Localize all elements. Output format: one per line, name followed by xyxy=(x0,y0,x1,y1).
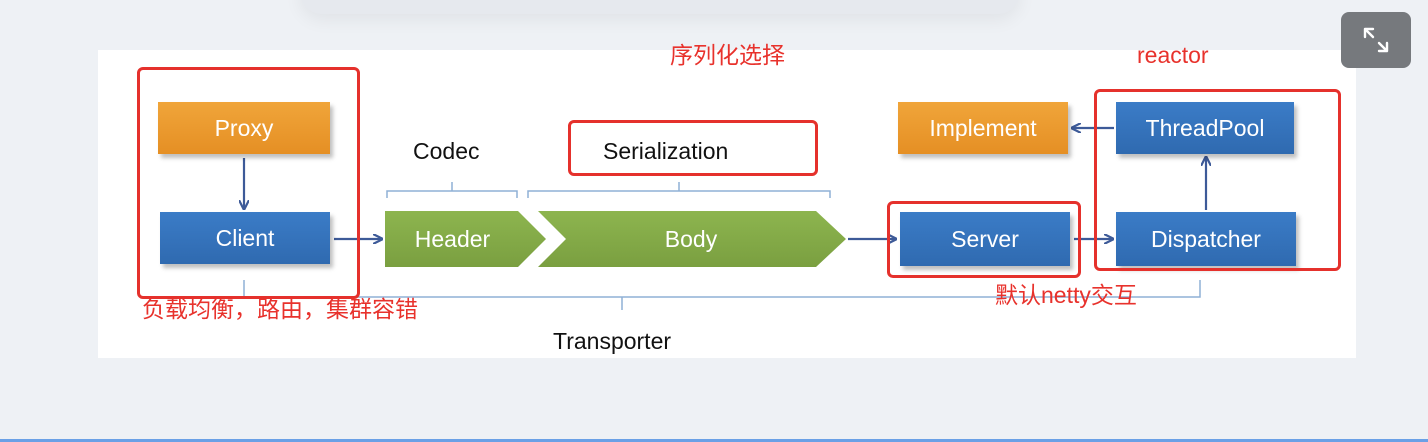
threadpool-box: ThreadPool xyxy=(1116,102,1294,154)
client-note: 负载均衡，路由，集群容错 xyxy=(142,296,418,322)
implement-label: Implement xyxy=(929,114,1037,141)
proxy-box: Proxy xyxy=(158,102,330,154)
serialization-label: Serialization xyxy=(603,138,729,164)
threadpool-label: ThreadPool xyxy=(1145,114,1265,141)
server-label: Server xyxy=(951,225,1019,252)
implement-box: Implement xyxy=(898,102,1068,154)
dispatcher-box: Dispatcher xyxy=(1116,212,1296,266)
dispatcher-label: Dispatcher xyxy=(1151,225,1261,252)
serialization-brace xyxy=(527,182,831,198)
client-group-highlight xyxy=(137,67,360,299)
client-label: Client xyxy=(215,224,275,251)
body-chevron xyxy=(538,211,846,267)
header-chevron xyxy=(385,211,546,267)
top-shadow xyxy=(300,0,1020,14)
body-label: Body xyxy=(664,225,718,252)
reactor-highlight xyxy=(1094,89,1341,271)
reactor-note: reactor xyxy=(1137,42,1209,68)
codec-brace xyxy=(386,182,518,198)
server-note: 默认netty交互 xyxy=(995,282,1137,308)
serialization-highlight xyxy=(568,120,818,176)
server-box: Server xyxy=(900,212,1070,266)
expand-icon xyxy=(1363,27,1389,53)
header-label: Header xyxy=(414,225,491,252)
codec-label: Codec xyxy=(413,138,480,164)
transporter-label: Transporter xyxy=(553,328,672,354)
client-box: Client xyxy=(160,212,330,264)
bottom-border xyxy=(0,439,1428,442)
serialization-note: 序列化选择 xyxy=(670,42,785,68)
expand-button[interactable] xyxy=(1341,12,1411,68)
architecture-diagram: Proxy Client Implement ThreadPool Server… xyxy=(98,42,1356,358)
server-highlight xyxy=(887,201,1081,278)
transporter-brace xyxy=(243,280,1201,310)
proxy-label: Proxy xyxy=(214,114,274,141)
